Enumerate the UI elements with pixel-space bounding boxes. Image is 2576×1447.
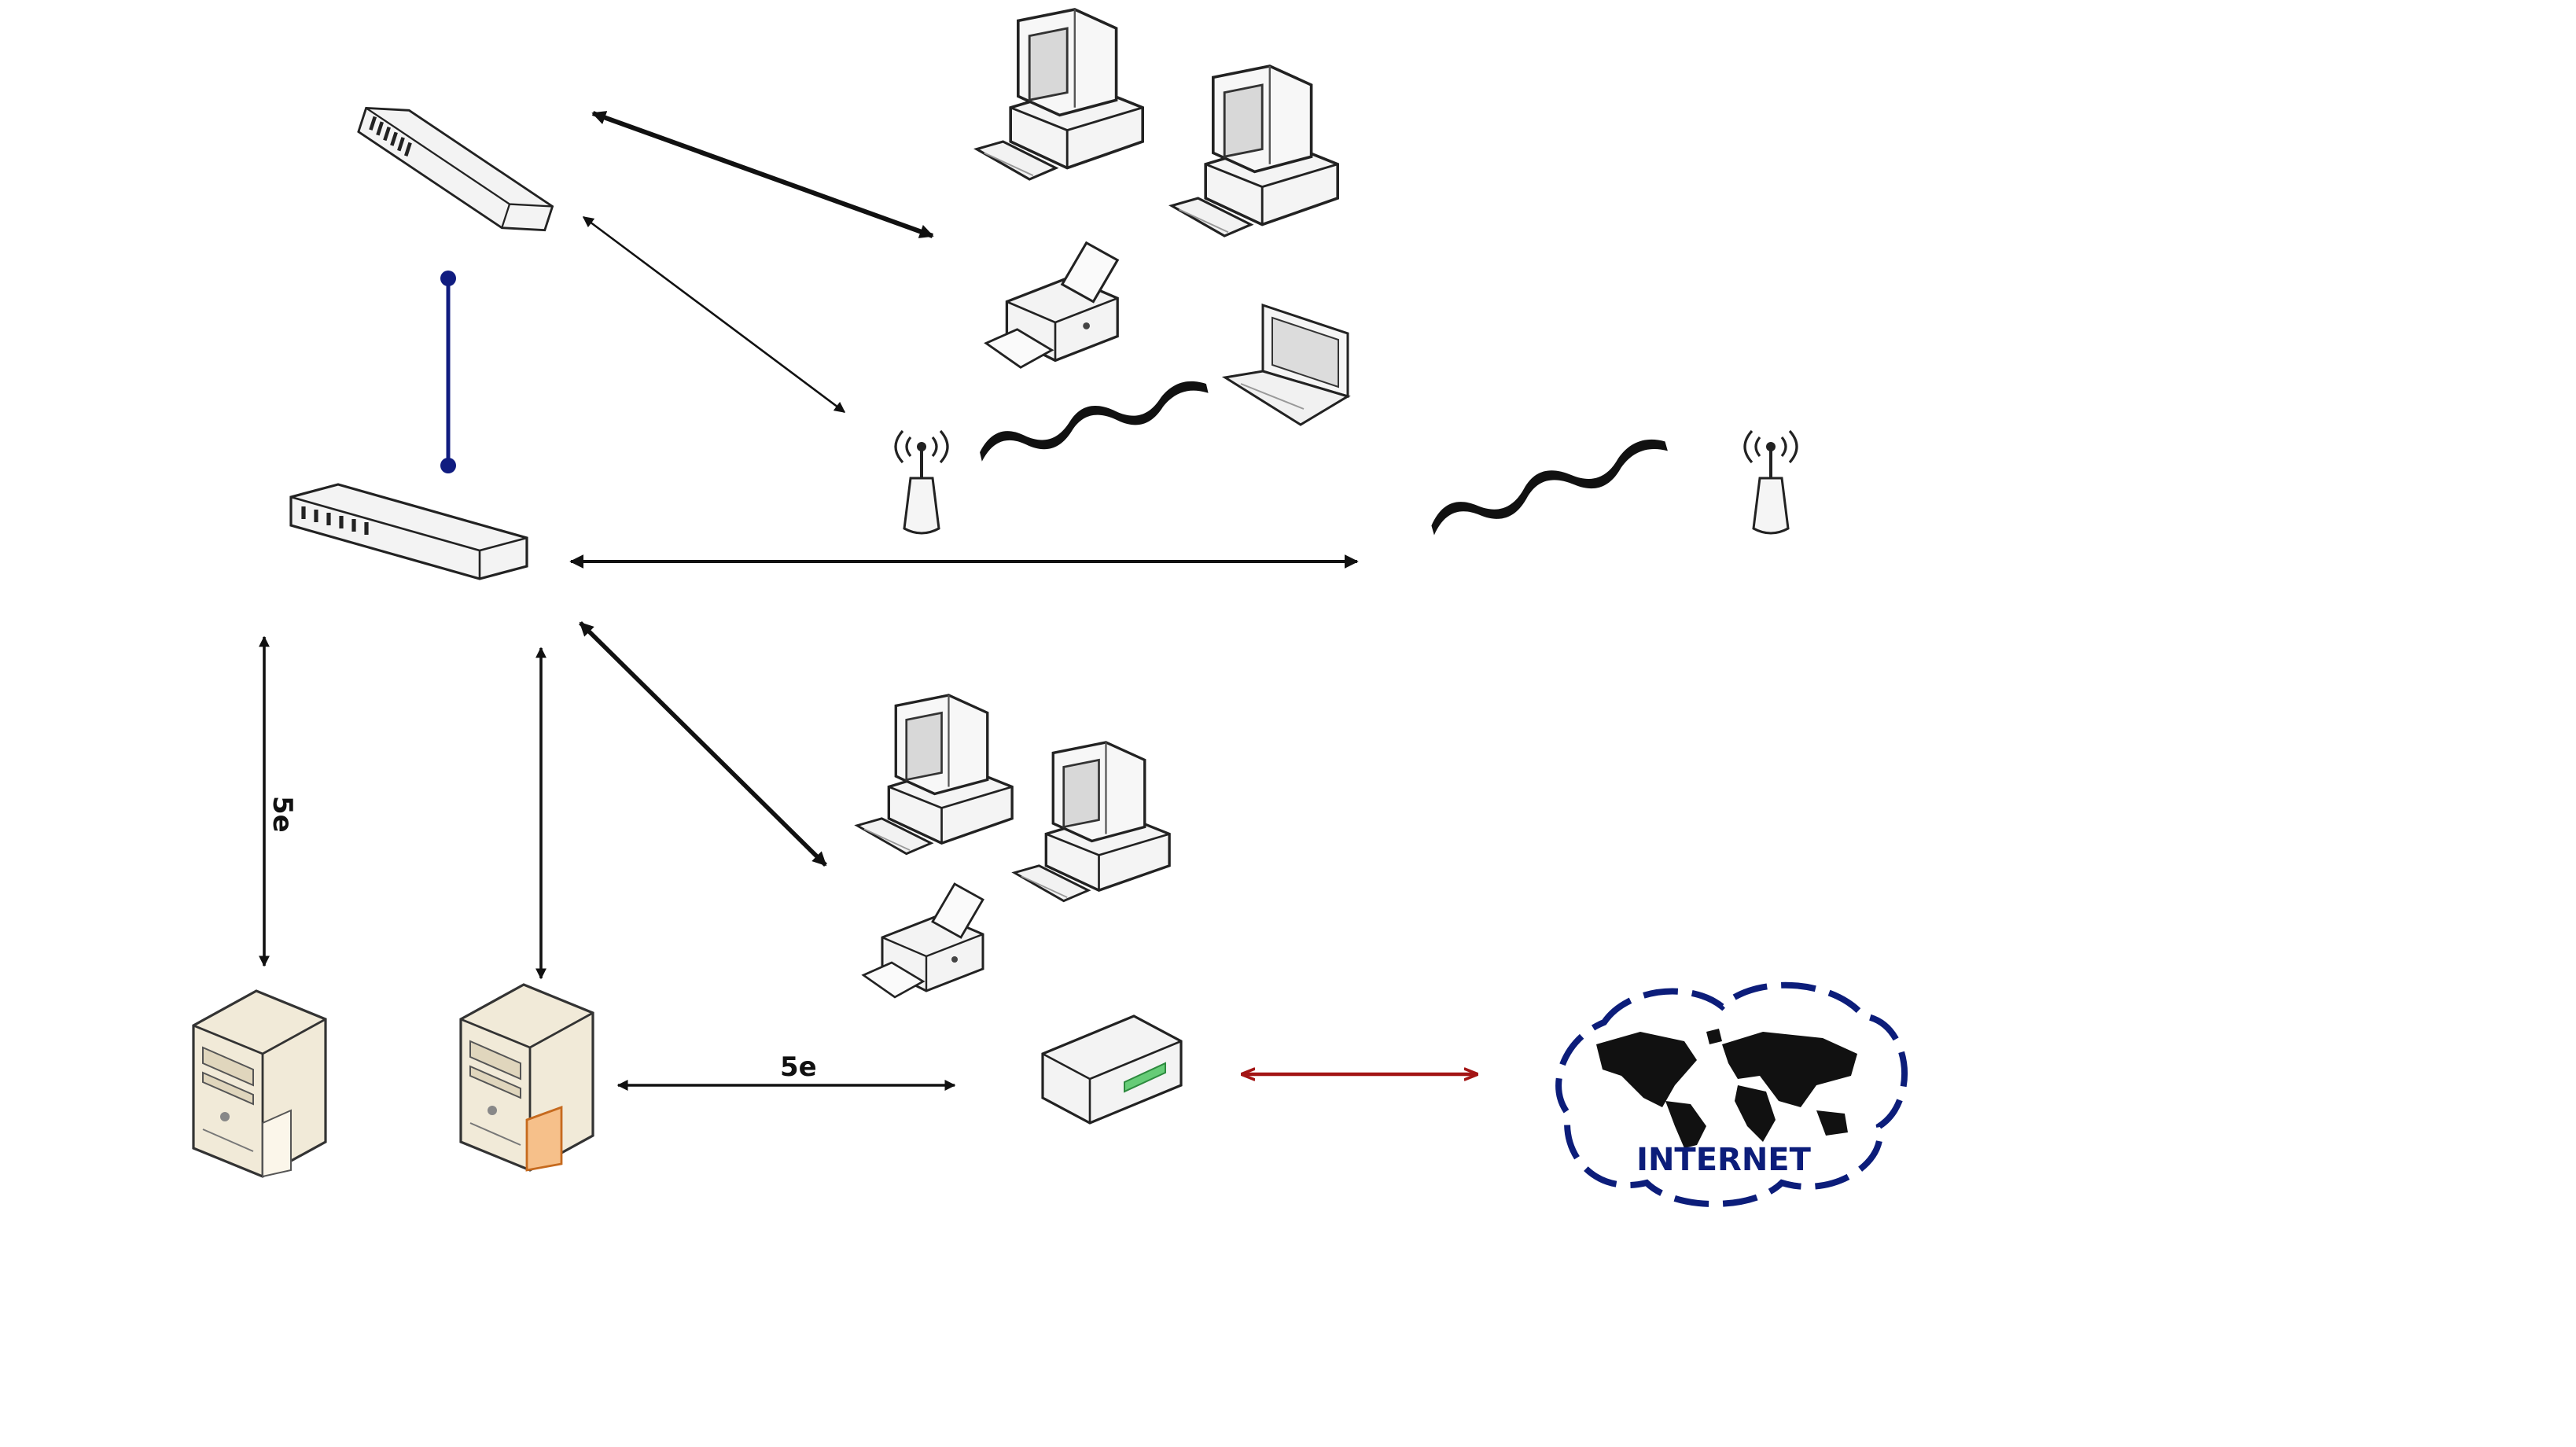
desktop-computer-icon bbox=[1013, 741, 1171, 903]
wireless-signal-icon bbox=[974, 377, 1213, 465]
internet-label: INTERNET bbox=[1636, 1142, 1812, 1178]
wireless-access-point-icon bbox=[894, 429, 949, 535]
link-top-switch-to-workgroup bbox=[591, 111, 934, 238]
router-icon bbox=[1041, 1014, 1183, 1125]
stack-link-between-switches bbox=[440, 271, 456, 473]
laptop-icon bbox=[1221, 303, 1351, 426]
server-tower-icon bbox=[459, 983, 594, 1172]
server-tower-icon bbox=[192, 989, 327, 1178]
desktop-computer-icon bbox=[975, 8, 1144, 181]
desktop-computer-icon bbox=[1170, 64, 1339, 237]
link-top-switch-to-access-point bbox=[582, 215, 846, 414]
wireless-signal-icon bbox=[1425, 434, 1673, 539]
top-network-switch-icon bbox=[342, 96, 569, 242]
desktop-computer-icon bbox=[856, 694, 1014, 856]
internet-cloud-icon: INTERNET bbox=[1555, 981, 1908, 1207]
cable-label-vertical: 5e bbox=[267, 796, 298, 833]
printer-icon bbox=[984, 241, 1119, 369]
link-main-switch-to-lower-workgroup bbox=[579, 621, 827, 867]
main-network-switch-icon bbox=[289, 483, 528, 580]
printer-icon bbox=[862, 882, 984, 999]
remote-wireless-access-point-icon bbox=[1743, 429, 1798, 535]
cable-label-horizontal: 5e bbox=[780, 1051, 817, 1083]
